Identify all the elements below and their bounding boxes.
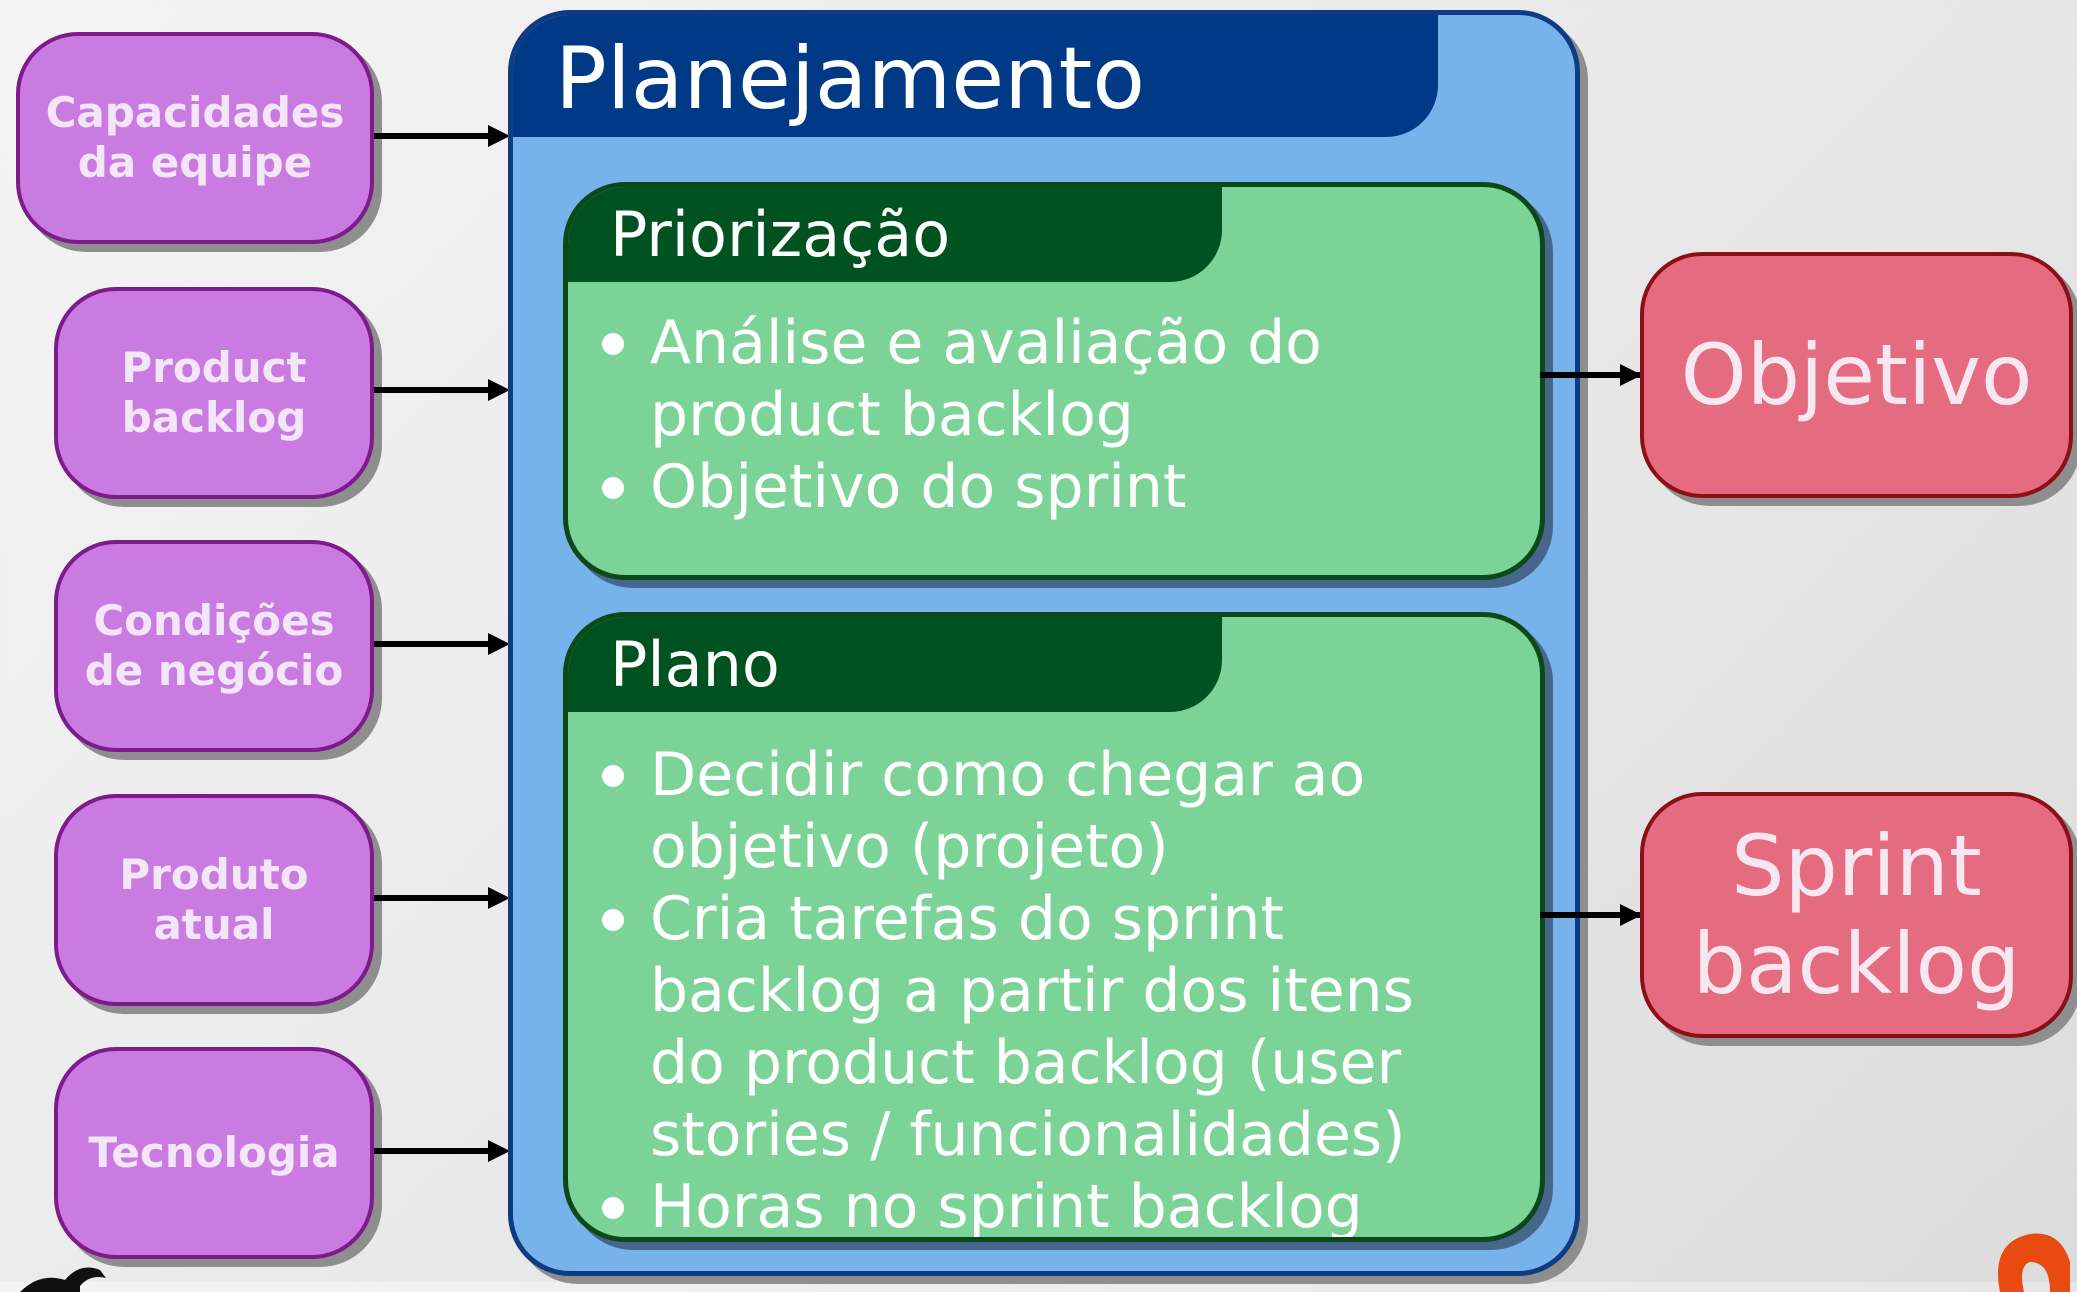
- bullet-item: Análise e avaliação do product backlog: [602, 307, 1322, 451]
- input-current-product: Produto atual: [54, 794, 374, 1006]
- output-objective: Objetivo: [1640, 252, 2073, 498]
- bullet-item: Horas no sprint backlog: [602, 1171, 1414, 1237]
- planning-title-tab: Planejamento: [513, 15, 1438, 137]
- decorative-flame-icon: [1998, 1233, 2070, 1292]
- decorative-logo-icon: [20, 1267, 106, 1292]
- output-sprint-backlog: Sprint backlog: [1640, 792, 2073, 1038]
- input-team-capacity: Capacidades da equipe: [16, 32, 374, 244]
- plan-title-tab: Plano: [568, 617, 1222, 712]
- input-technology: Tecnologia: [54, 1047, 374, 1259]
- bullet-item: Cria tarefas do sprint backlog a partir …: [602, 883, 1414, 1171]
- bullet-dot-icon: [602, 765, 624, 787]
- prioritization-section: Priorização Análise e avaliação do produ…: [563, 182, 1545, 580]
- plan-section: Plano Decidir como chegar ao objetivo (p…: [563, 612, 1545, 1242]
- bullet-dot-icon: [602, 1197, 624, 1219]
- prioritization-bullets: Análise e avaliação do product backlog O…: [602, 307, 1322, 523]
- plan-title: Plano: [610, 628, 780, 701]
- bullet-dot-icon: [602, 909, 624, 931]
- bullet-item: Objetivo do sprint: [602, 451, 1322, 523]
- bullet-dot-icon: [602, 477, 624, 499]
- plan-bullets: Decidir como chegar ao objetivo (projeto…: [602, 739, 1414, 1237]
- input-product-backlog: Product backlog: [54, 287, 374, 499]
- planning-container: Planejamento Priorização Análise e avali…: [508, 10, 1580, 1276]
- prioritization-title: Priorização: [610, 198, 951, 271]
- prioritization-title-tab: Priorização: [568, 187, 1222, 282]
- bullet-item: Decidir como chegar ao objetivo (projeto…: [602, 739, 1414, 883]
- planning-title: Planejamento: [555, 29, 1145, 129]
- bullet-dot-icon: [602, 333, 624, 355]
- input-business-conditions: Condições de negócio: [54, 540, 374, 752]
